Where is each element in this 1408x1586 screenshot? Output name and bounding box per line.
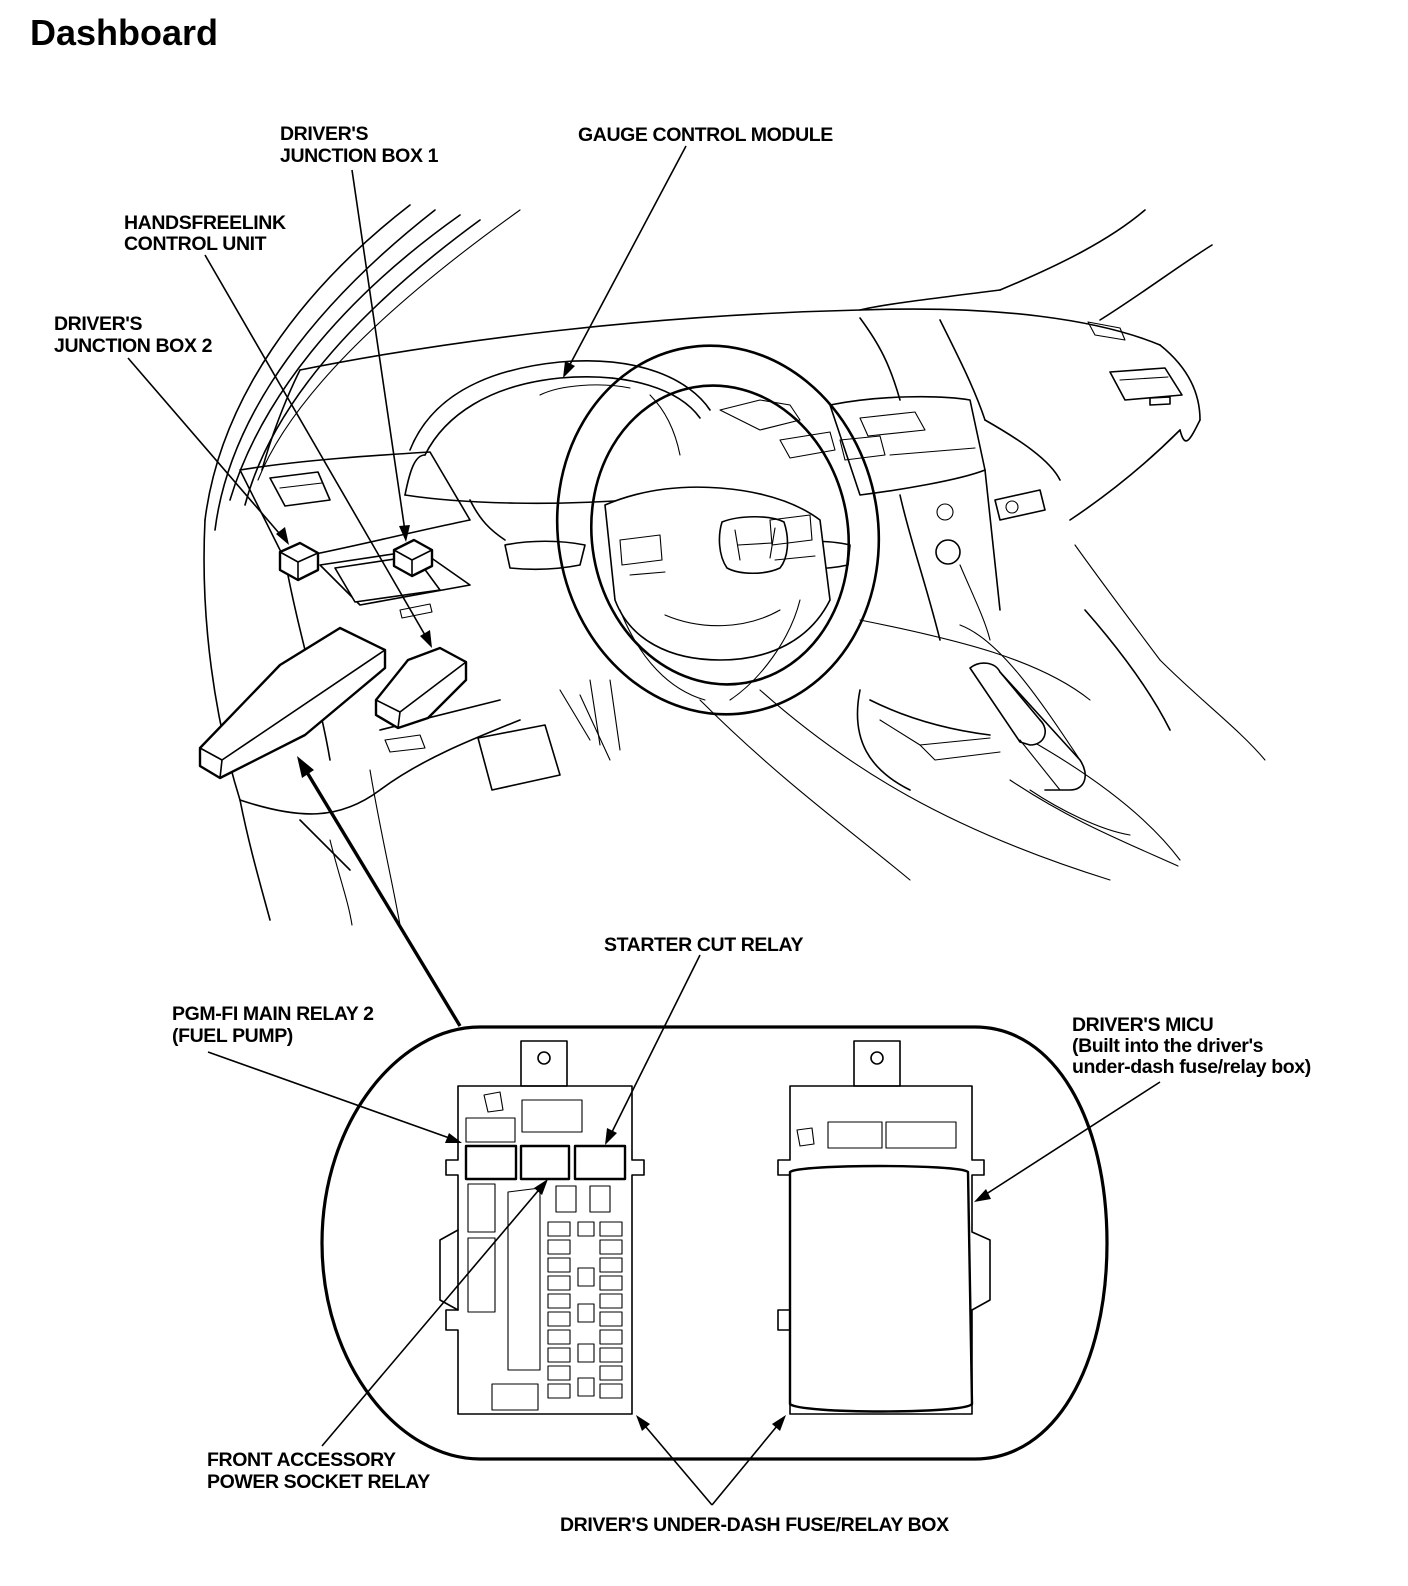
leaders-bottom (207, 954, 1161, 1506)
honda-h-logo-icon (718, 516, 789, 575)
arrow-head-icon (563, 361, 575, 378)
arrow-head-icon (297, 756, 314, 778)
label-drivers-junction-box-2: DRIVER'S JUNCTION BOX 2 (54, 313, 213, 357)
label-starter-cut-relay: STARTER CUT RELAY (604, 934, 803, 956)
arrow-head-icon (276, 527, 289, 545)
fuse-grid (547, 1221, 623, 1399)
label-gauge-control-module: GAUGE CONTROL MODULE (578, 124, 833, 146)
junction-box-1-module (392, 538, 434, 578)
relay-block-icon (464, 1144, 627, 1181)
fuse-relay-box-module (198, 626, 387, 780)
arrow-head-icon (534, 1179, 548, 1195)
arrow-head-icon (605, 1128, 617, 1145)
fuse-relay-inset (320, 1025, 1109, 1461)
label-handsfreelink-control-unit: HANDSFREELINK CONTROL UNIT (124, 212, 291, 255)
dashboard-illustration (203, 204, 1266, 926)
callout-labels: DRIVER'S JUNCTION BOX 1 GAUGE CONTROL MO… (54, 123, 1311, 1536)
arrow-head-icon (399, 525, 410, 542)
label-drivers-micu: DRIVER'S MICU (Built into the driver's u… (1072, 1014, 1311, 1078)
label-front-accessory-power-socket-relay: FRONT ACCESSORY POWER SOCKET RELAY (207, 1449, 430, 1493)
arrow-head-icon (974, 1189, 991, 1202)
label-drivers-junction-box-1: DRIVER'S JUNCTION BOX 1 (280, 123, 439, 167)
arrow-head-icon (636, 1415, 650, 1431)
arrow-head-icon (420, 630, 432, 648)
page-title: Dashboard (30, 12, 218, 53)
leaders-top (127, 145, 687, 1027)
handsfreelink-control-unit-module (374, 646, 468, 730)
under-dash-fuse-box-right (777, 1040, 991, 1415)
arrow-head-icon (772, 1415, 786, 1431)
junction-box-2-module (278, 541, 320, 582)
under-dash-fuse-box-left (439, 1040, 645, 1415)
arrow-head-icon (445, 1133, 462, 1143)
label-drivers-under-dash-fuse-relay-box: DRIVER'S UNDER-DASH FUSE/RELAY BOX (560, 1514, 949, 1536)
label-pgm-fi-main-relay-2: PGM-FI MAIN RELAY 2 (FUEL PUMP) (172, 1003, 379, 1047)
